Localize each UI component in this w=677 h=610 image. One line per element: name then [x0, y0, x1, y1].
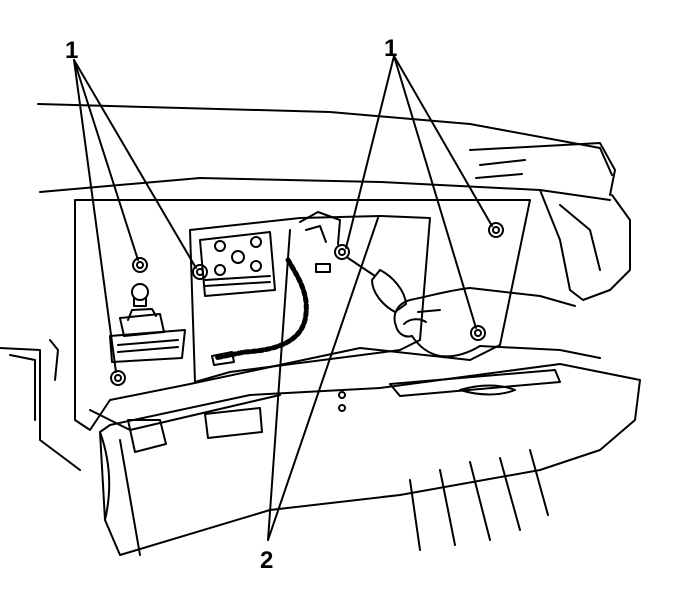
- callout-label-2: 2: [260, 547, 273, 574]
- callout-label-1-left: 1: [65, 37, 78, 64]
- leader-lines-1: [73, 55, 493, 373]
- latch-bracket: [109, 308, 186, 363]
- leader-lines-2: [267, 217, 379, 541]
- callout-label-1-right: 1: [384, 35, 397, 62]
- fastener: [192, 264, 208, 280]
- wire-harness: [211, 257, 309, 366]
- fastener: [470, 325, 486, 341]
- fastener: [488, 222, 504, 238]
- hinge-hook: [299, 211, 341, 273]
- screwdriver: [347, 257, 407, 313]
- technician-hand: [393, 287, 601, 359]
- fastener: [132, 257, 148, 273]
- knob: [131, 283, 149, 307]
- dashboard-top-trim: [37, 103, 631, 301]
- glovebox-door-tray: [99, 363, 641, 556]
- fastener: [334, 244, 350, 260]
- fasteners-upper: [132, 222, 504, 280]
- left-dash-panel: [0, 339, 81, 471]
- fasteners-lower: [110, 325, 486, 386]
- fastener: [110, 370, 126, 386]
